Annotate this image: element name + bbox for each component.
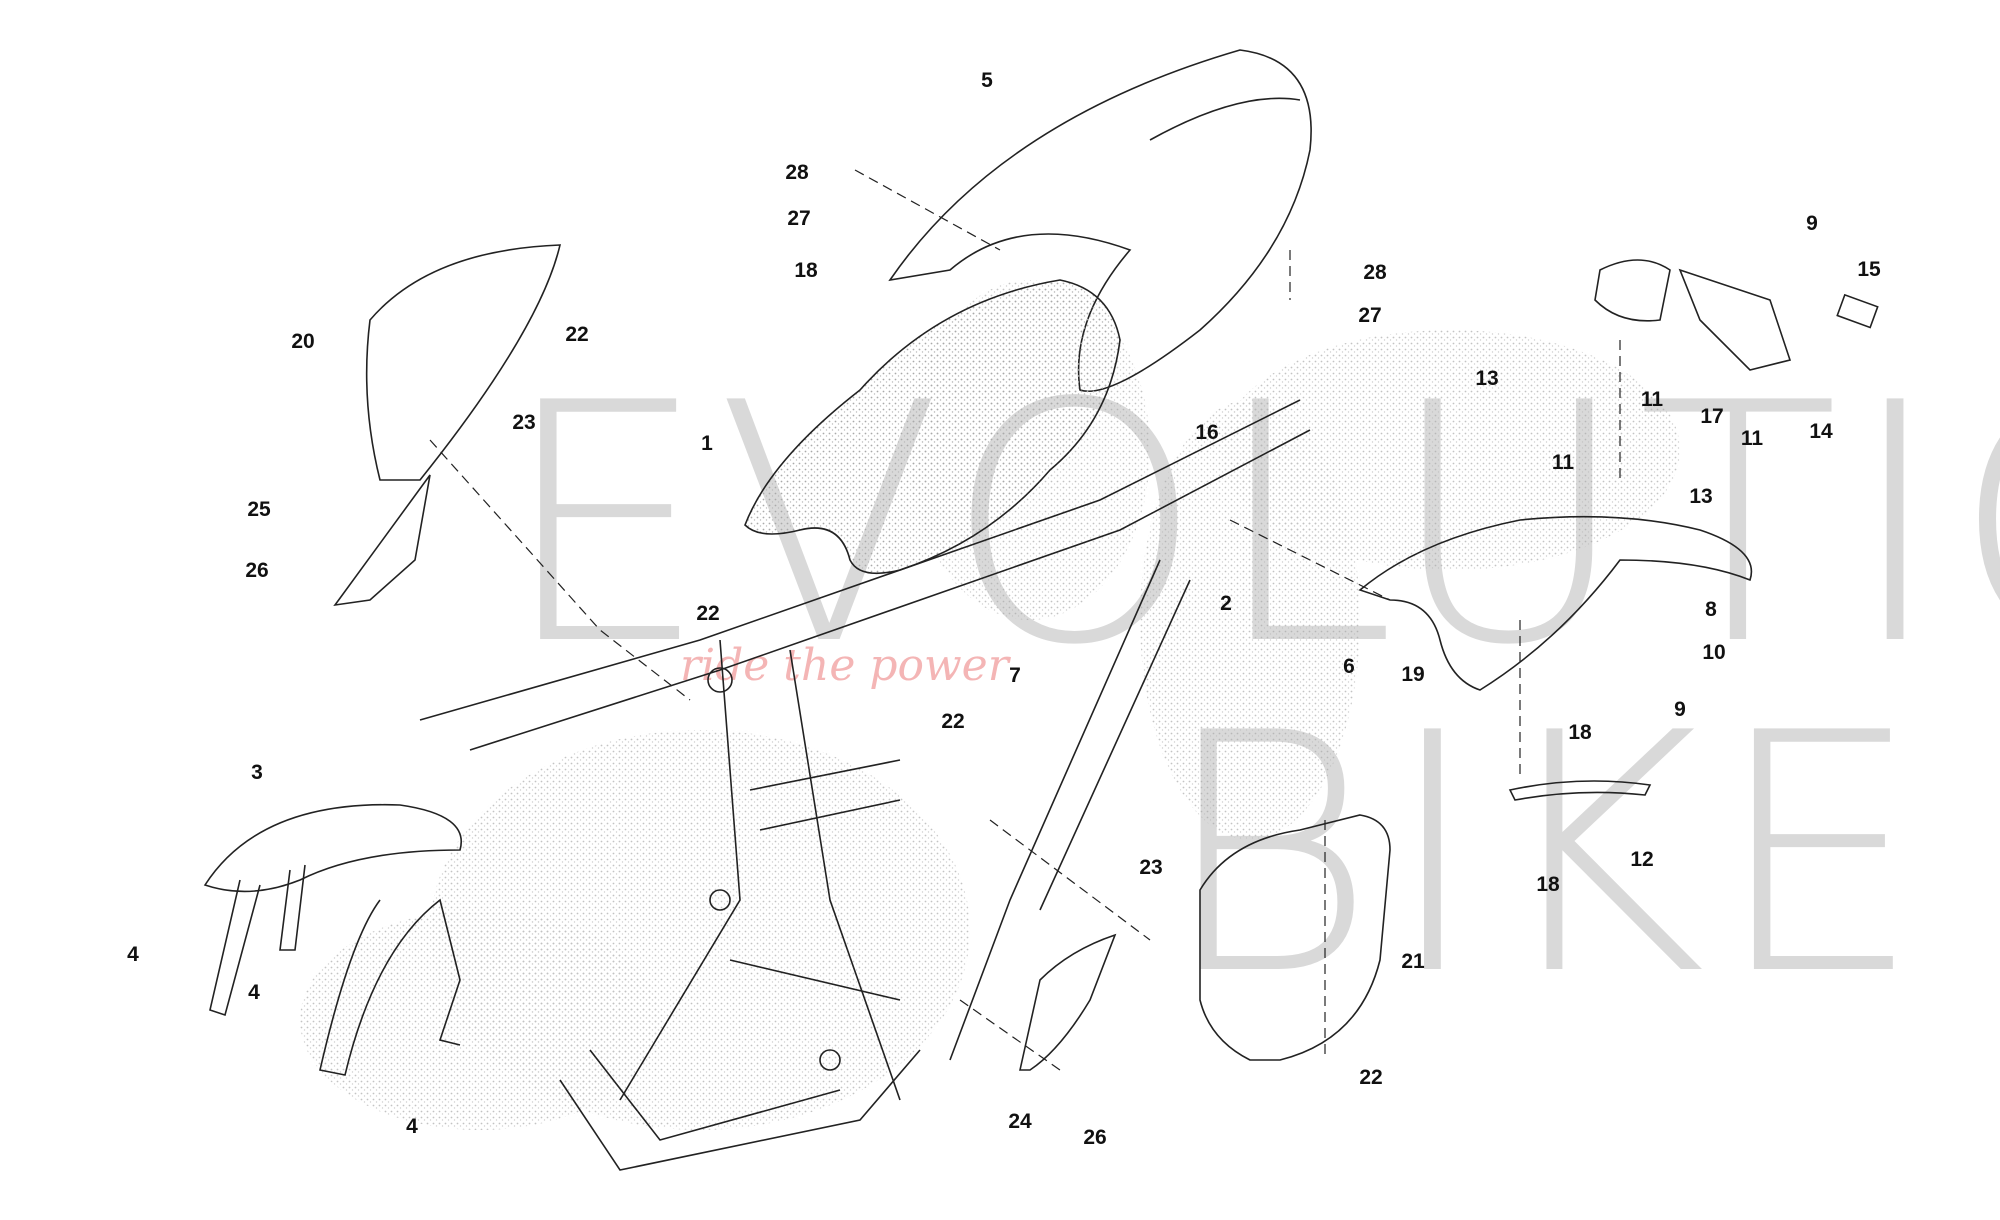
callout-22: 22: [565, 323, 589, 346]
callout-4: 4: [406, 1115, 418, 1138]
callout-26: 26: [245, 559, 269, 582]
callout-15: 15: [1857, 258, 1881, 281]
callout-22: 22: [1359, 1066, 1383, 1089]
front-fender: [203, 803, 462, 893]
callout-24: 24: [1008, 1110, 1032, 1133]
callout-7: 7: [1009, 664, 1021, 687]
left-shroud: [365, 244, 562, 481]
callout-9: 9: [1674, 698, 1686, 721]
reflector: [1836, 293, 1879, 329]
rear-fender: [1358, 515, 1753, 691]
callout-22: 22: [696, 602, 720, 625]
callout-13: 13: [1689, 485, 1713, 508]
callout-18: 18: [1536, 873, 1560, 896]
callout-4: 4: [127, 943, 139, 966]
callout-11: 11: [1551, 451, 1575, 474]
callout-25: 25: [247, 498, 271, 521]
rear-light: [1594, 259, 1671, 322]
callout-2: 2: [1220, 592, 1232, 615]
callout-18: 18: [794, 259, 818, 282]
callout-19: 19: [1401, 663, 1425, 686]
callout-27: 27: [787, 207, 811, 230]
tail-cowl: [888, 49, 1312, 392]
callout-23: 23: [1139, 856, 1163, 879]
side-panel: [1199, 814, 1391, 1061]
callout-28: 28: [785, 161, 809, 184]
callout-16: 16: [1195, 421, 1219, 444]
callout-21: 21: [1401, 950, 1425, 973]
callout-3: 3: [251, 761, 263, 784]
mud-strip: [1508, 780, 1652, 801]
callout-26: 26: [1083, 1126, 1107, 1149]
callout-5: 5: [981, 69, 993, 92]
callout-17: 17: [1700, 405, 1724, 428]
callout-12: 12: [1630, 848, 1654, 871]
callout-8: 8: [1705, 598, 1717, 621]
assembly-lines: [429, 169, 1621, 1071]
callout-4: 4: [248, 981, 260, 1004]
callout-20: 20: [291, 330, 315, 353]
callout-27: 27: [1358, 304, 1382, 327]
callout-23: 23: [512, 411, 536, 434]
callout-18: 18: [1568, 721, 1592, 744]
callout-14: 14: [1809, 420, 1833, 443]
callout-10: 10: [1702, 641, 1726, 664]
callout-11: 11: [1740, 427, 1764, 450]
callout-28: 28: [1363, 261, 1387, 284]
callout-1: 1: [701, 432, 713, 455]
license-bracket: [1678, 268, 1792, 371]
seat: [744, 279, 1121, 575]
callout-11: 11: [1640, 388, 1664, 411]
callout-13: 13: [1475, 367, 1499, 390]
left-shroud-trim: [333, 474, 431, 607]
callout-6: 6: [1343, 655, 1355, 678]
callout-22: 22: [941, 710, 965, 733]
frame: [419, 399, 1311, 1171]
side-panel-trim: [1019, 933, 1117, 1071]
callout-9: 9: [1806, 212, 1818, 235]
